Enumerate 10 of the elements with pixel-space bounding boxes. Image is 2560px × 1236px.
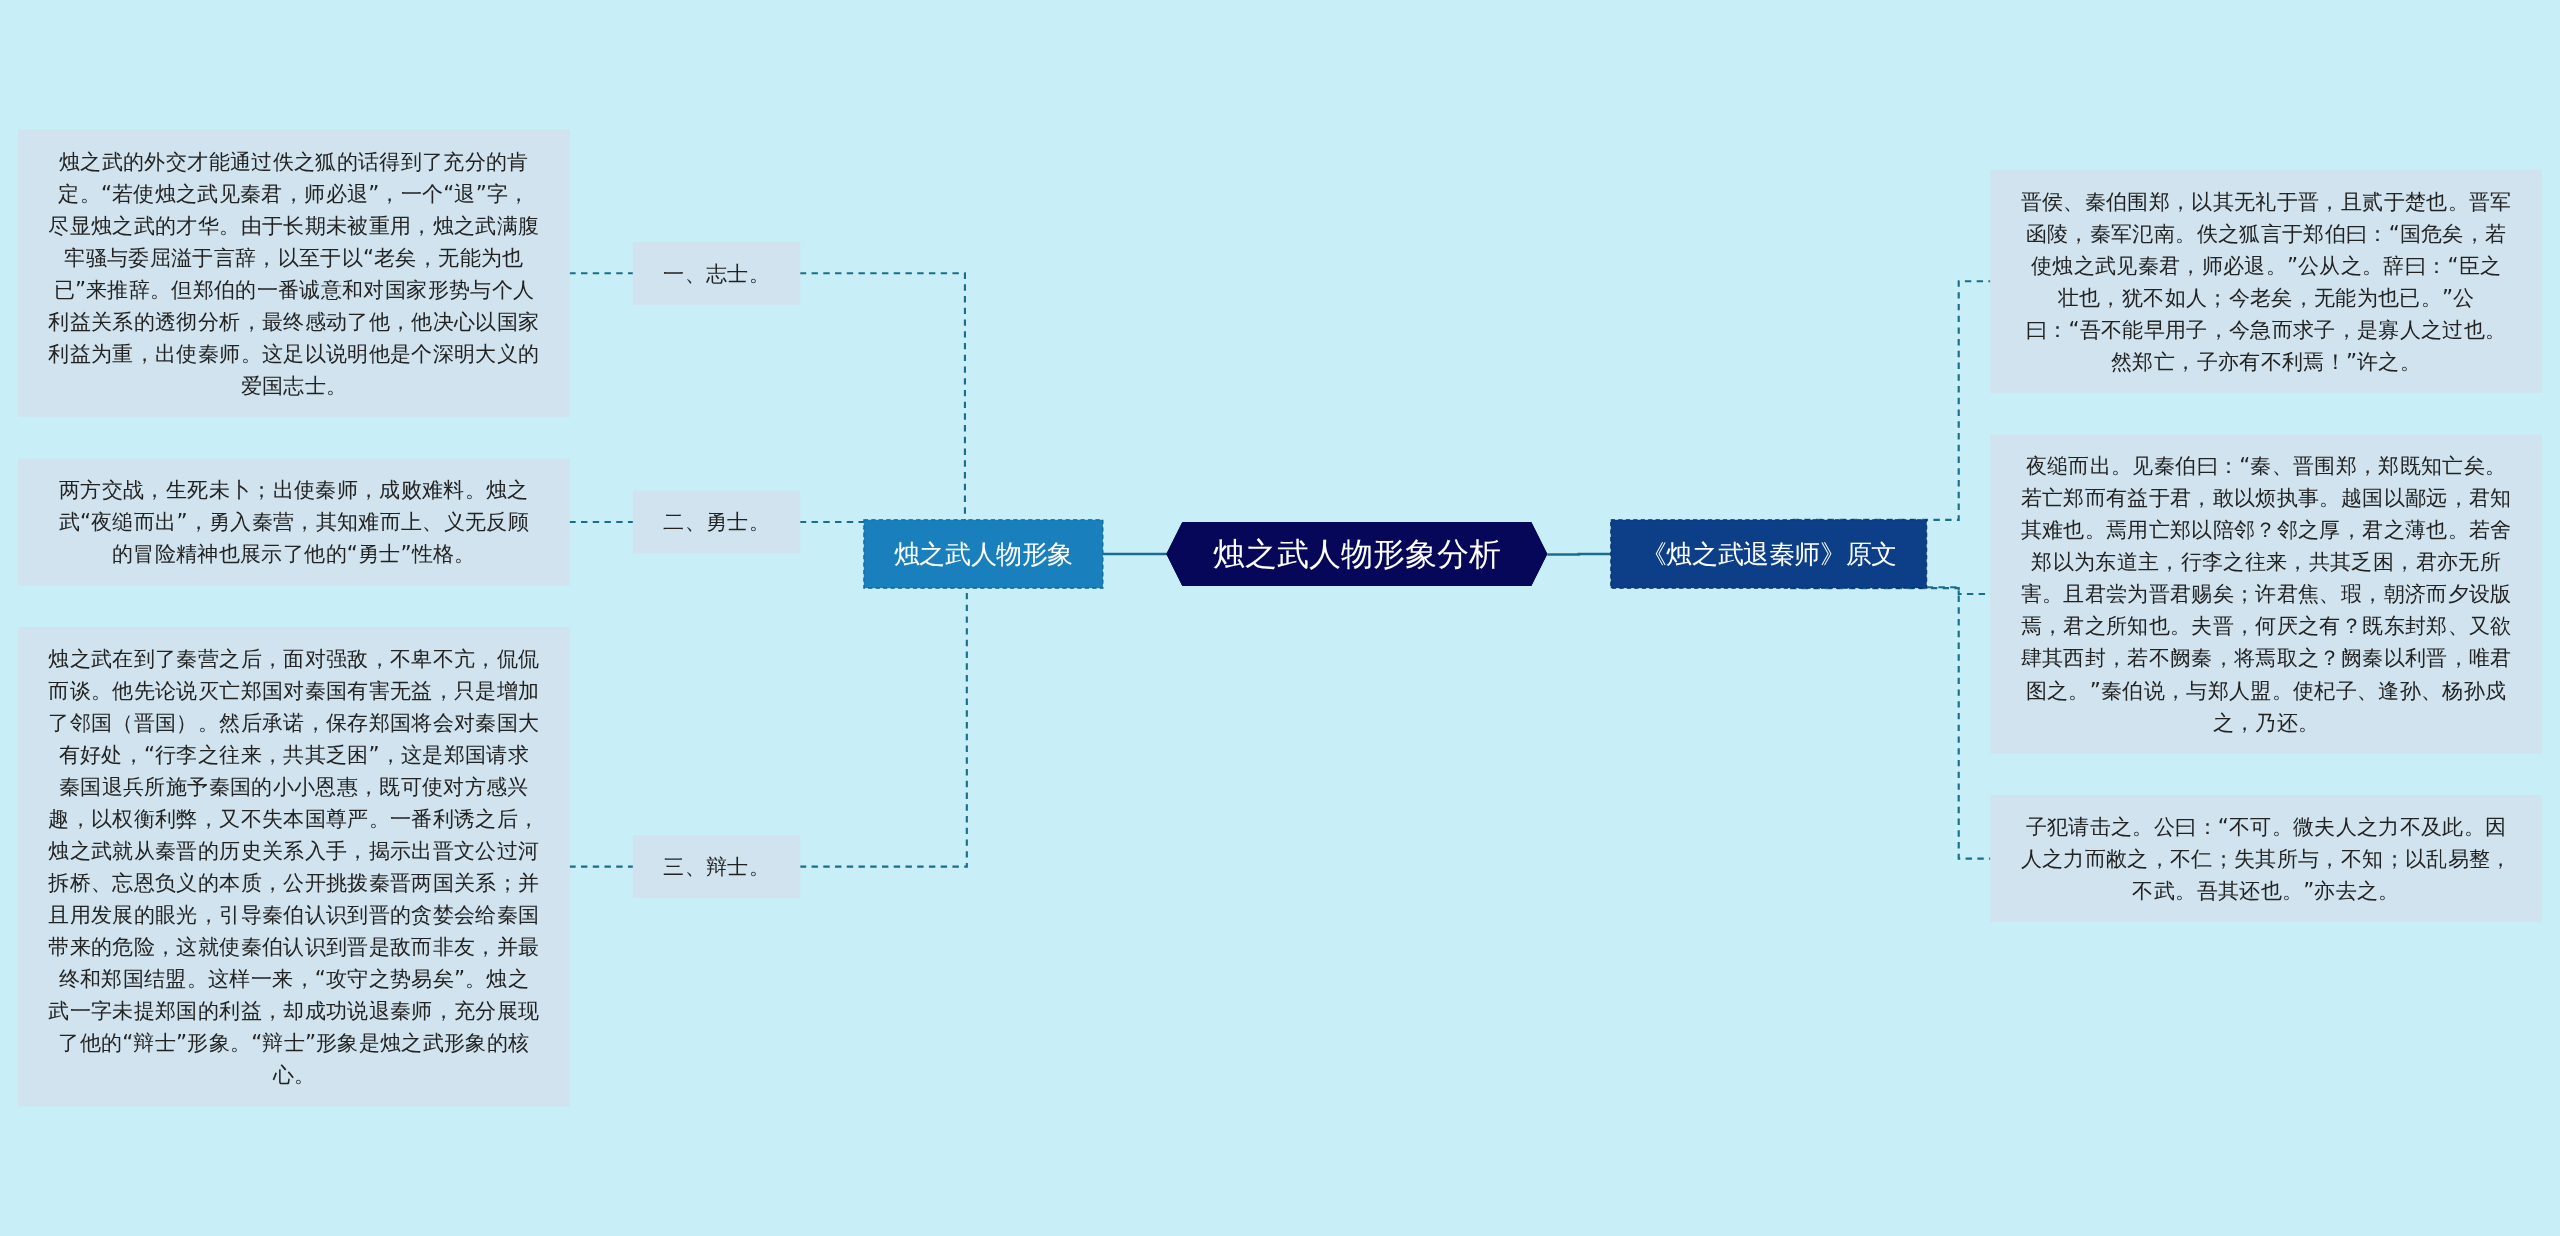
node-box: 晋侯、秦伯围郑，以其无礼于晋，且贰于楚也。晋军函陵，秦军氾南。佚之狐言于郑伯曰：“国危矣，若使烛之武见秦君，师必退。”公从之。辞曰：“臣之壮也，犹不如人；今老矣，无能为也已。”公曰：“吾不能早用子，今急而求子，是寡人之过也。然郑亡，子亦有不利焉！”许之。: [1990, 169, 2542, 393]
node-box: 三、辩士。: [632, 835, 801, 899]
node-box: 烛之武在到了秦营之后，面对强敌，不卑不亢，侃侃而谈。他先论说灭亡郑国对秦国有害无益，只是增加了邻国（晋国）。然后承诺，保存郑国将会对秦国大有好处，“行李之往来，共其乏困”，这是郑国请求秦国退兵所施予秦国的小小恩惠，既可使对方感兴趣，以权衡利弊，又不失本国尊严。一番利诱之后，烛之武就从秦晋的历史关系入手，揭示出晋文公过河拆桥、忘恩负义的本质，公开挑拨秦晋两国关系；并且用发展的眼光，引导秦伯认识到晋的贪婪会给秦国带来的危险，这就使秦伯认识到晋是敌而非友，并最终和郑国结盟。这样一来，“攻守之势易矣”。烛之武一字未提郑国的利益，却成功说退秦师，充分展现了他的“辩士”形象。“辩士”形象是烛之武形象的核心。: [18, 627, 570, 1107]
node-box: 二、勇士。: [632, 490, 801, 554]
node-box: 两方交战，生死未卜；出使秦师，成败难料。烛之武“夜缒而出”，勇入秦营，其知难而上、义无反顾的冒险精神也展示了他的“勇士”性格。: [18, 458, 570, 586]
node-box: 烛之武的外交才能通过佚之狐的话得到了充分的肯定。“若使烛之武见秦君，师必退”，一个“退”字，尽显烛之武的才华。由于长期未被重用，烛之武满腹牢骚与委屈溢于言辞，以至于以“老矣，无能为也已”来推辞。但郑伯的一番诚意和对国家形势与个人利益关系的透彻分析，最终感动了他，他决心以国家利益为重，出使秦师。这足以说明他是个深明大义的爱国志士。: [18, 129, 570, 417]
node-box: 《烛之武退秦师》原文: [1610, 519, 1928, 589]
node-box: 一、志士。: [632, 241, 801, 305]
node-box: 子犯请击之。公曰：“不可。微夫人之力不及此。因人之力而敝之，不仁；失其所与，不知；以乱易整，不武。吾其还也。”亦去之。: [1990, 795, 2542, 923]
node-box: 烛之武人物形象: [863, 519, 1104, 589]
